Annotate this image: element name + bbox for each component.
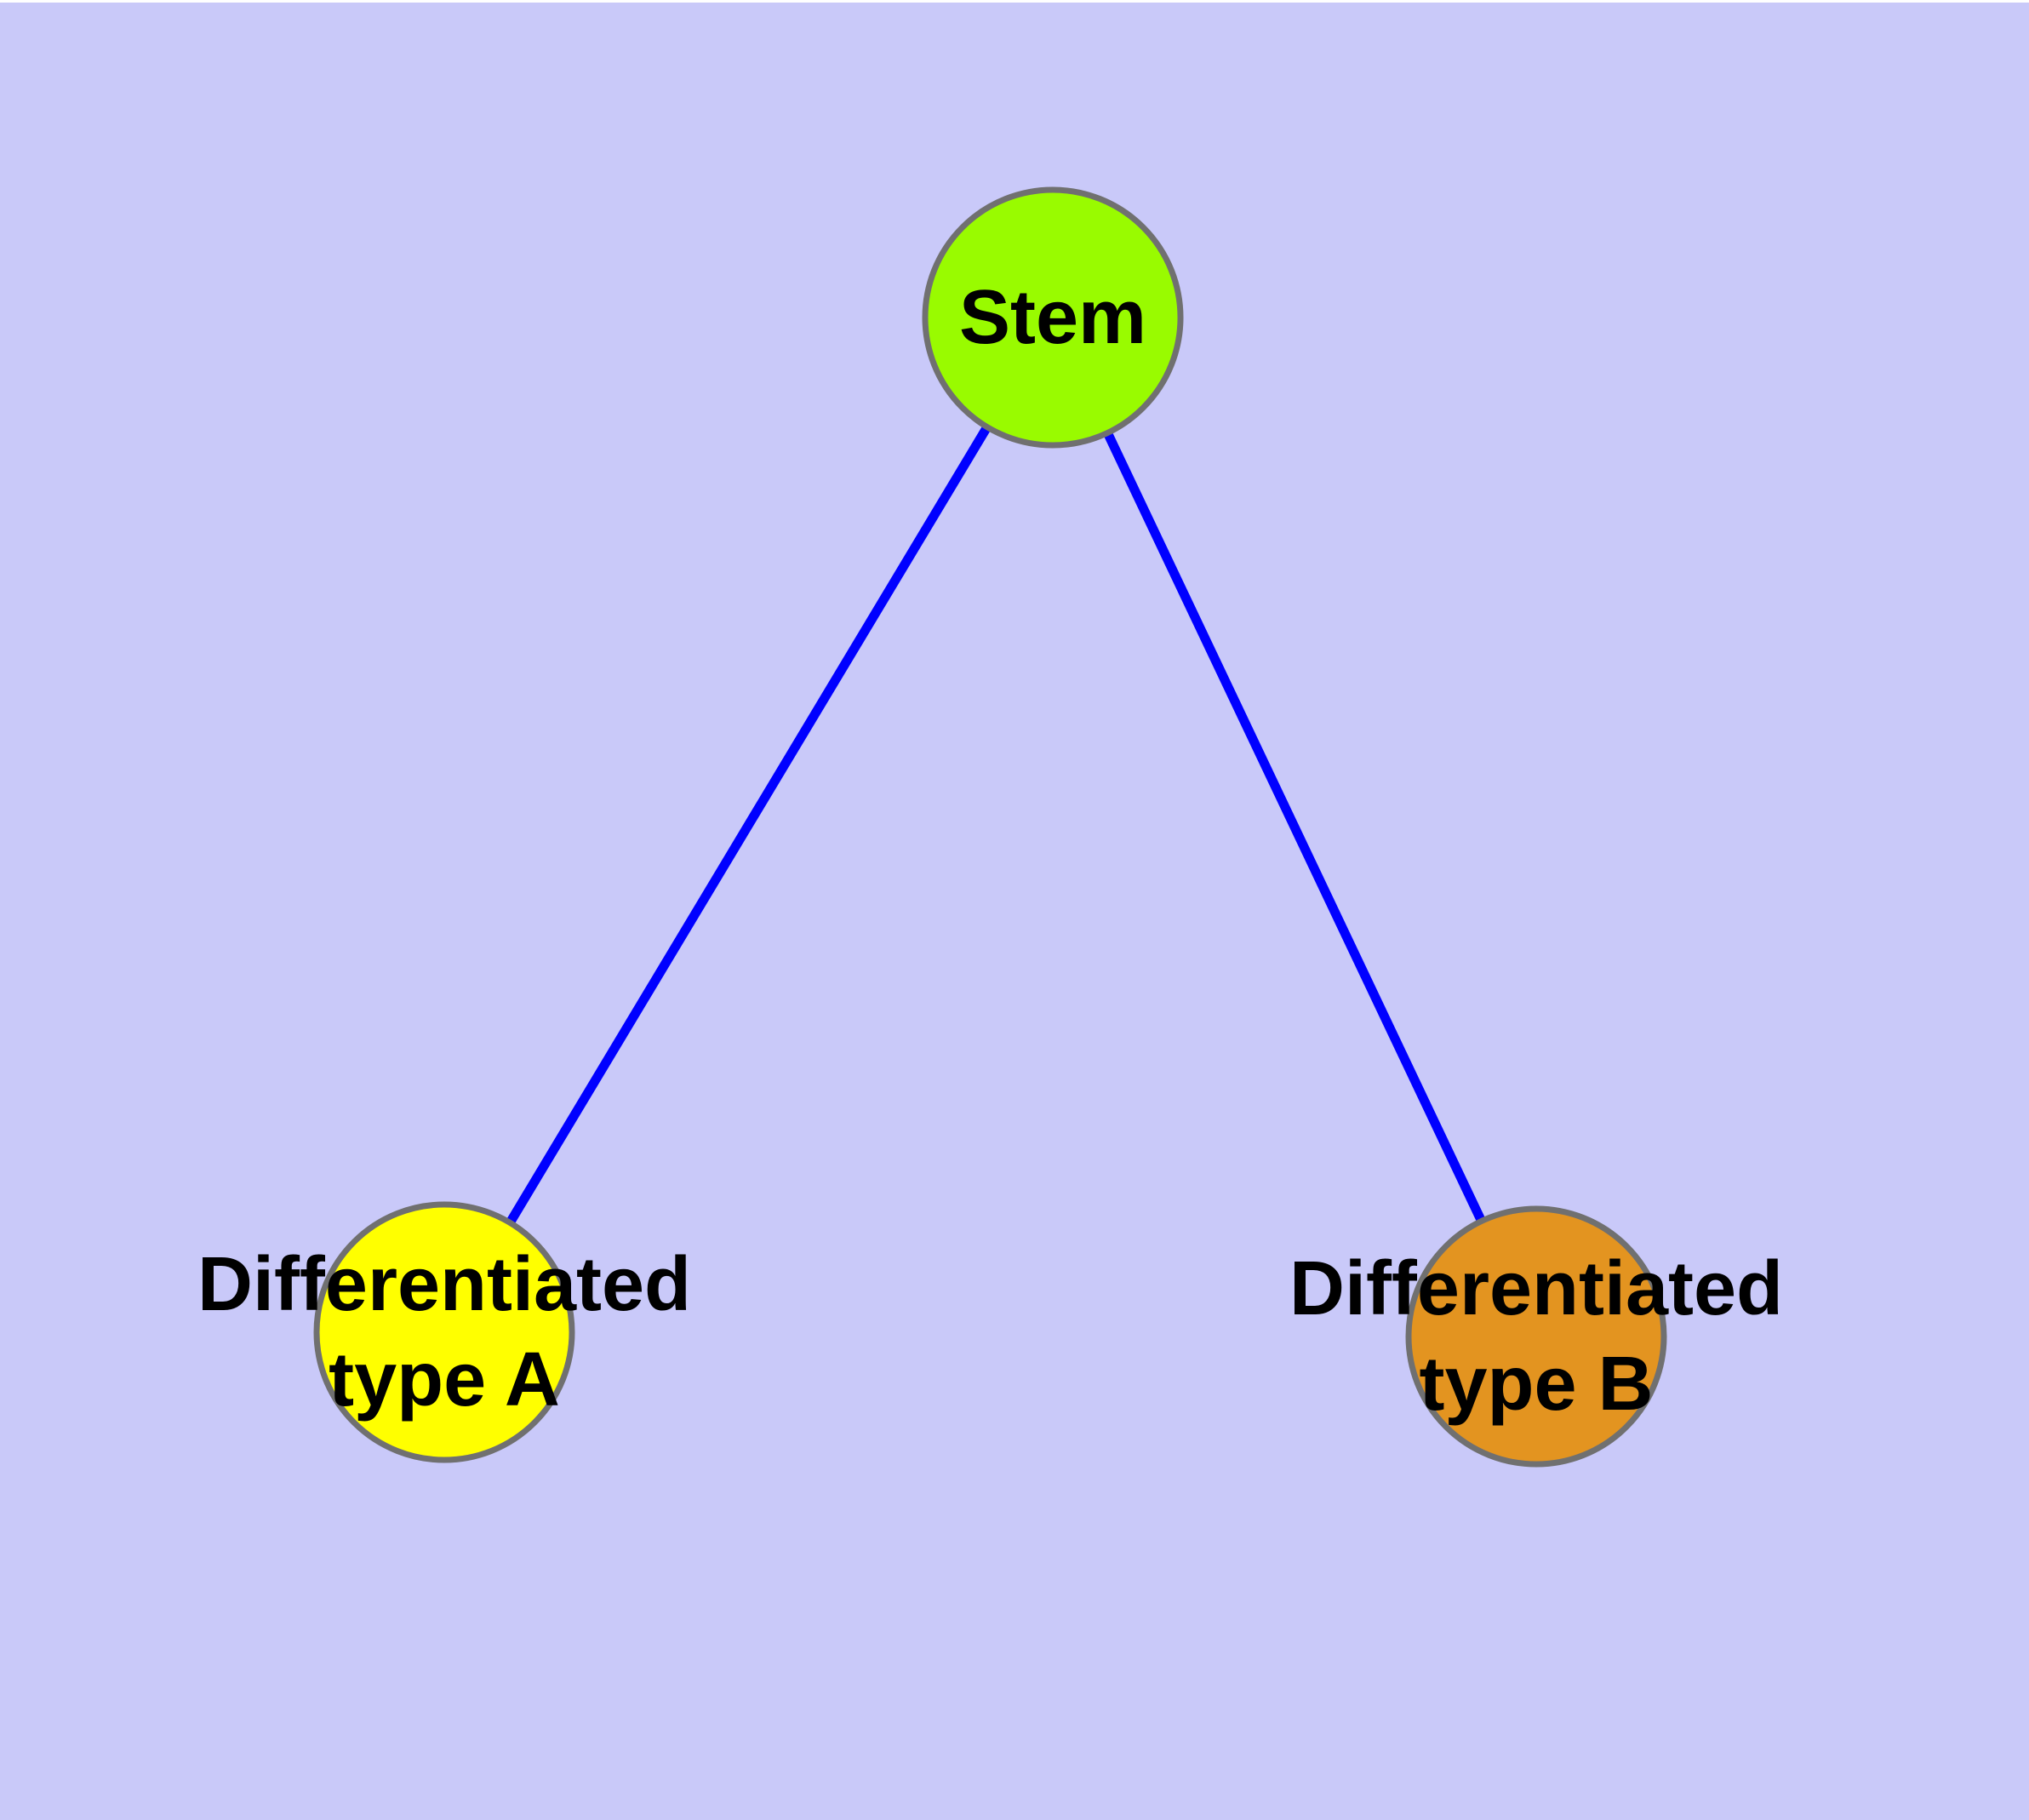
stem-node-circle (922, 186, 1184, 449)
type-a-node-label-line1: Differentiated (197, 1242, 691, 1327)
type-b-node-circle (1405, 1205, 1667, 1468)
type-a-node-label-line2: type A (329, 1337, 560, 1422)
stem-node: Stem (922, 186, 1184, 449)
type-b-node-label-line2: type B (1419, 1342, 1653, 1427)
stem-node-label: Stem (959, 275, 1146, 360)
type-b-node-label-line1: Differentiated (1289, 1246, 1783, 1331)
edge-stem-to-type-a (440, 315, 1057, 1335)
type-a-node-circle (313, 1201, 575, 1463)
type-a-node: Differentiated type A (197, 1201, 691, 1463)
edge-stem-to-type-b (1049, 315, 1540, 1339)
top-margin-strip (0, 0, 2029, 3)
type-b-node: Differentiated type B (1289, 1205, 1783, 1468)
